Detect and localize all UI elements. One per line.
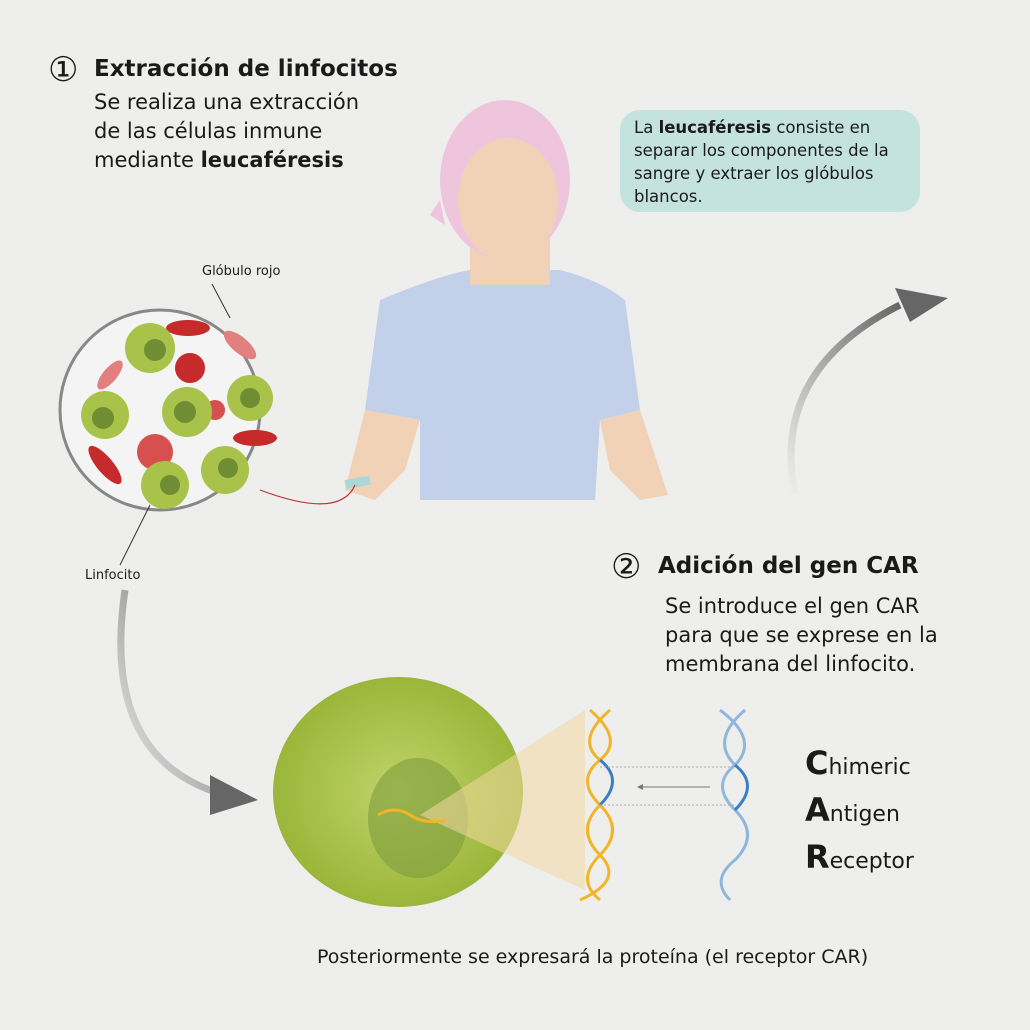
step1-line: de las células inmune xyxy=(94,119,323,143)
info-bold: leucaféresis xyxy=(658,118,772,137)
arrow-to-cell xyxy=(117,589,226,799)
car-acronym: Chimeric Antigen Receptor xyxy=(805,742,914,883)
info-box: La leucaféresis consiste en separar los … xyxy=(620,110,920,212)
arrow-to-step2 xyxy=(787,301,902,496)
step1-line: Se realiza una extracción xyxy=(94,90,360,114)
car-rest: himeric xyxy=(828,755,911,780)
step1-line-text: mediante xyxy=(94,148,201,172)
patient-illustration xyxy=(259,100,668,505)
car-rest: eceptor xyxy=(829,849,914,874)
step1-number: ① xyxy=(48,50,79,90)
step2-description: Se introduce el gen CAR para que se expr… xyxy=(665,592,938,679)
car-line: Chimeric xyxy=(805,742,914,789)
step1-line: mediante leucaféresis xyxy=(94,146,359,175)
car-line: Antigen xyxy=(805,789,914,836)
step1-bold: leucaféresis xyxy=(200,148,344,172)
car-initial: R xyxy=(805,838,830,876)
blood-magnifier xyxy=(58,283,277,566)
car-initial: C xyxy=(805,744,829,782)
step2-line: membrana del linfocito. xyxy=(665,652,916,676)
label-red-cell: Glóbulo rojo xyxy=(202,264,281,279)
step2-number: ② xyxy=(611,547,642,587)
footer-text: Posteriormente se expresará la proteína … xyxy=(317,946,869,968)
lymphocyte-cells xyxy=(81,323,273,509)
info-rest: consiste en separar los componentes de l… xyxy=(634,118,889,206)
label-lymphocyte: Linfocito xyxy=(85,568,141,583)
info-prefix: La xyxy=(634,118,659,137)
step1-description: Se realiza una extracción de las células… xyxy=(94,88,359,175)
car-initial: A xyxy=(805,791,830,829)
car-rest: ntigen xyxy=(829,802,900,827)
car-line: Receptor xyxy=(805,836,914,883)
dna-left xyxy=(579,708,614,902)
step2-line: para que se exprese en la xyxy=(665,623,938,647)
step2-title: Adición del gen CAR xyxy=(658,553,919,579)
step1-title: Extracción de linfocitos xyxy=(94,56,398,82)
dna-right xyxy=(719,708,749,902)
lymphocyte-large xyxy=(273,677,585,907)
step2-line: Se introduce el gen CAR xyxy=(665,594,920,618)
